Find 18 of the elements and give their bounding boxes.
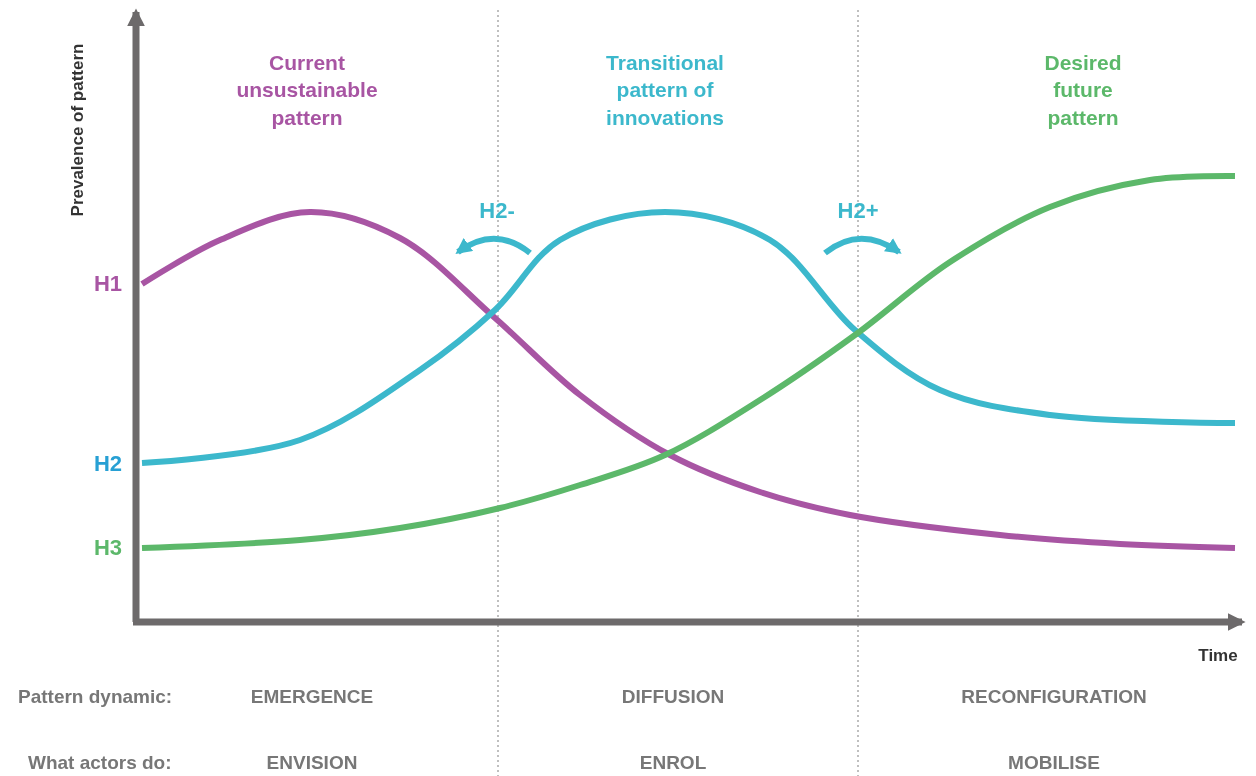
phase-label: DIFFUSION: [621, 684, 725, 709]
horizon-label: H2: [93, 449, 122, 478]
phase-label: RECONFIGURATION: [961, 684, 1147, 709]
row-heading: What actors do:: [28, 750, 172, 775]
axis-title: Prevalence of pattern: [66, 43, 88, 217]
pattern-label: Transitional pattern of innovations: [605, 50, 725, 131]
row-heading: Pattern dynamic:: [18, 684, 173, 709]
horizon-label: H3: [93, 533, 122, 562]
axis-title: Time: [1198, 644, 1238, 667]
phase-label: EMERGENCE: [250, 684, 374, 709]
pattern-label: Desired future pattern: [1043, 50, 1123, 131]
horizon-label: H1: [93, 269, 122, 298]
pattern-label: Current unsustainable pattern: [235, 50, 379, 131]
activity-label: MOBILISE: [1008, 750, 1100, 775]
activity-label: ENVISION: [266, 750, 358, 775]
horizon-label: H2-: [479, 196, 515, 225]
activity-label: ENROL: [639, 750, 707, 775]
horizon-label: H2+: [837, 196, 879, 225]
